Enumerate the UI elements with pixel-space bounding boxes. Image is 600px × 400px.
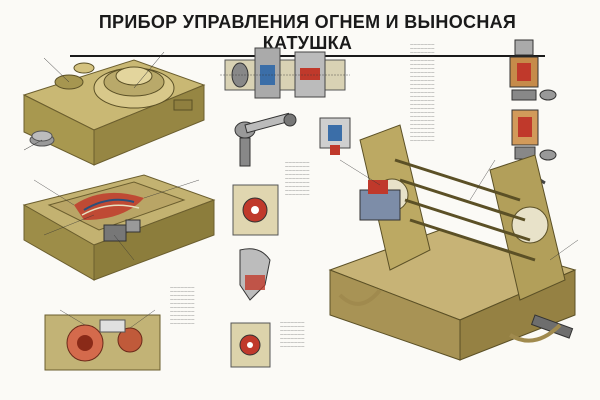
legend-row: ———————	[410, 130, 435, 134]
legend-row: ———————	[170, 309, 195, 313]
legend-row: ———————	[280, 340, 305, 344]
legend-row: ———————	[410, 74, 435, 78]
legend-row: ———————	[410, 58, 435, 62]
legend-row: ———————	[410, 46, 435, 50]
legend-row: ———————	[410, 70, 435, 74]
bracket-illustration	[239, 248, 271, 301]
legend-row: ———————	[280, 324, 305, 328]
legend-row: ———————	[285, 164, 310, 168]
legend-row: ———————	[170, 289, 195, 293]
legend-row: ———————	[410, 86, 435, 90]
legend-row: ———————	[170, 313, 195, 317]
legend-left: ——————— ——————— ——————— ——————— ——————— …	[170, 285, 225, 365]
legend-row: ———————	[285, 172, 310, 176]
legend-row: ———————	[285, 184, 310, 188]
legend-row: ———————	[285, 192, 310, 196]
legend-row: ———————	[410, 118, 435, 122]
legend-row: ———————	[285, 160, 310, 164]
legend-row: ———————	[410, 62, 435, 66]
legend-row: ———————	[410, 110, 435, 114]
poster-title-text: ПРИБОР УПРАВЛЕНИЯ ОГНЕМ И ВЫНОСНАЯ КАТУШ…	[98, 12, 517, 53]
legend-row: ———————	[280, 344, 305, 348]
legend-row: ———————	[410, 66, 435, 70]
cross-section-top-illustration	[220, 47, 350, 99]
legend-right: ——————— ——————— ——————— ——————— ——————— …	[410, 42, 480, 152]
legend-row: ———————	[170, 305, 195, 309]
legend-row: ———————	[410, 122, 435, 126]
legend-row: ———————	[285, 188, 310, 192]
reel-illustration	[328, 124, 579, 361]
top-fine-print	[6, 4, 594, 12]
legend-row: ———————	[170, 293, 195, 297]
legend-row: ———————	[410, 78, 435, 82]
legend-row: ———————	[410, 126, 435, 130]
legend-row: ———————	[280, 328, 305, 332]
legend-row: ———————	[410, 82, 435, 86]
footer-fine-print	[6, 386, 594, 396]
legend-row: ———————	[410, 114, 435, 118]
controller-closed-illustration	[22, 51, 206, 166]
legend-row: ———————	[170, 285, 195, 289]
connector-detail-illustration	[509, 39, 557, 185]
legend-row: ———————	[410, 94, 435, 98]
switch-box-illustration	[230, 322, 271, 368]
legend-row: ———————	[170, 317, 195, 321]
lever-assembly-illustration	[234, 112, 297, 167]
legend-row: ———————	[410, 106, 435, 110]
controller-open-illustration	[22, 174, 216, 281]
legend-center: ——————— ——————— ——————— ——————— ——————— …	[285, 160, 345, 220]
legend-row: ———————	[410, 42, 435, 46]
legend-row: ———————	[410, 138, 435, 142]
legend-row: ———————	[280, 336, 305, 340]
legend-row: ———————	[410, 90, 435, 94]
legend-bottom-center: ——————— ——————— ——————— ——————— ——————— …	[280, 320, 350, 370]
legend-row: ———————	[410, 50, 435, 54]
legend-row: ———————	[410, 54, 435, 58]
legend-row: ———————	[410, 134, 435, 138]
legend-row: ———————	[410, 102, 435, 106]
legend-row: ———————	[280, 320, 305, 324]
legend-row: ———————	[285, 168, 310, 172]
legend-row: ———————	[170, 321, 195, 325]
legend-row: ———————	[280, 332, 305, 336]
legend-row: ———————	[285, 176, 310, 180]
legend-row: ———————	[410, 98, 435, 102]
mechanism-detail-illustration	[44, 309, 161, 371]
legend-row: ———————	[170, 297, 195, 301]
valve-detail-illustration	[319, 117, 351, 155]
legend-row: ———————	[170, 301, 195, 305]
legend-row: ———————	[285, 180, 310, 184]
gauge-detail-illustration	[232, 184, 279, 236]
